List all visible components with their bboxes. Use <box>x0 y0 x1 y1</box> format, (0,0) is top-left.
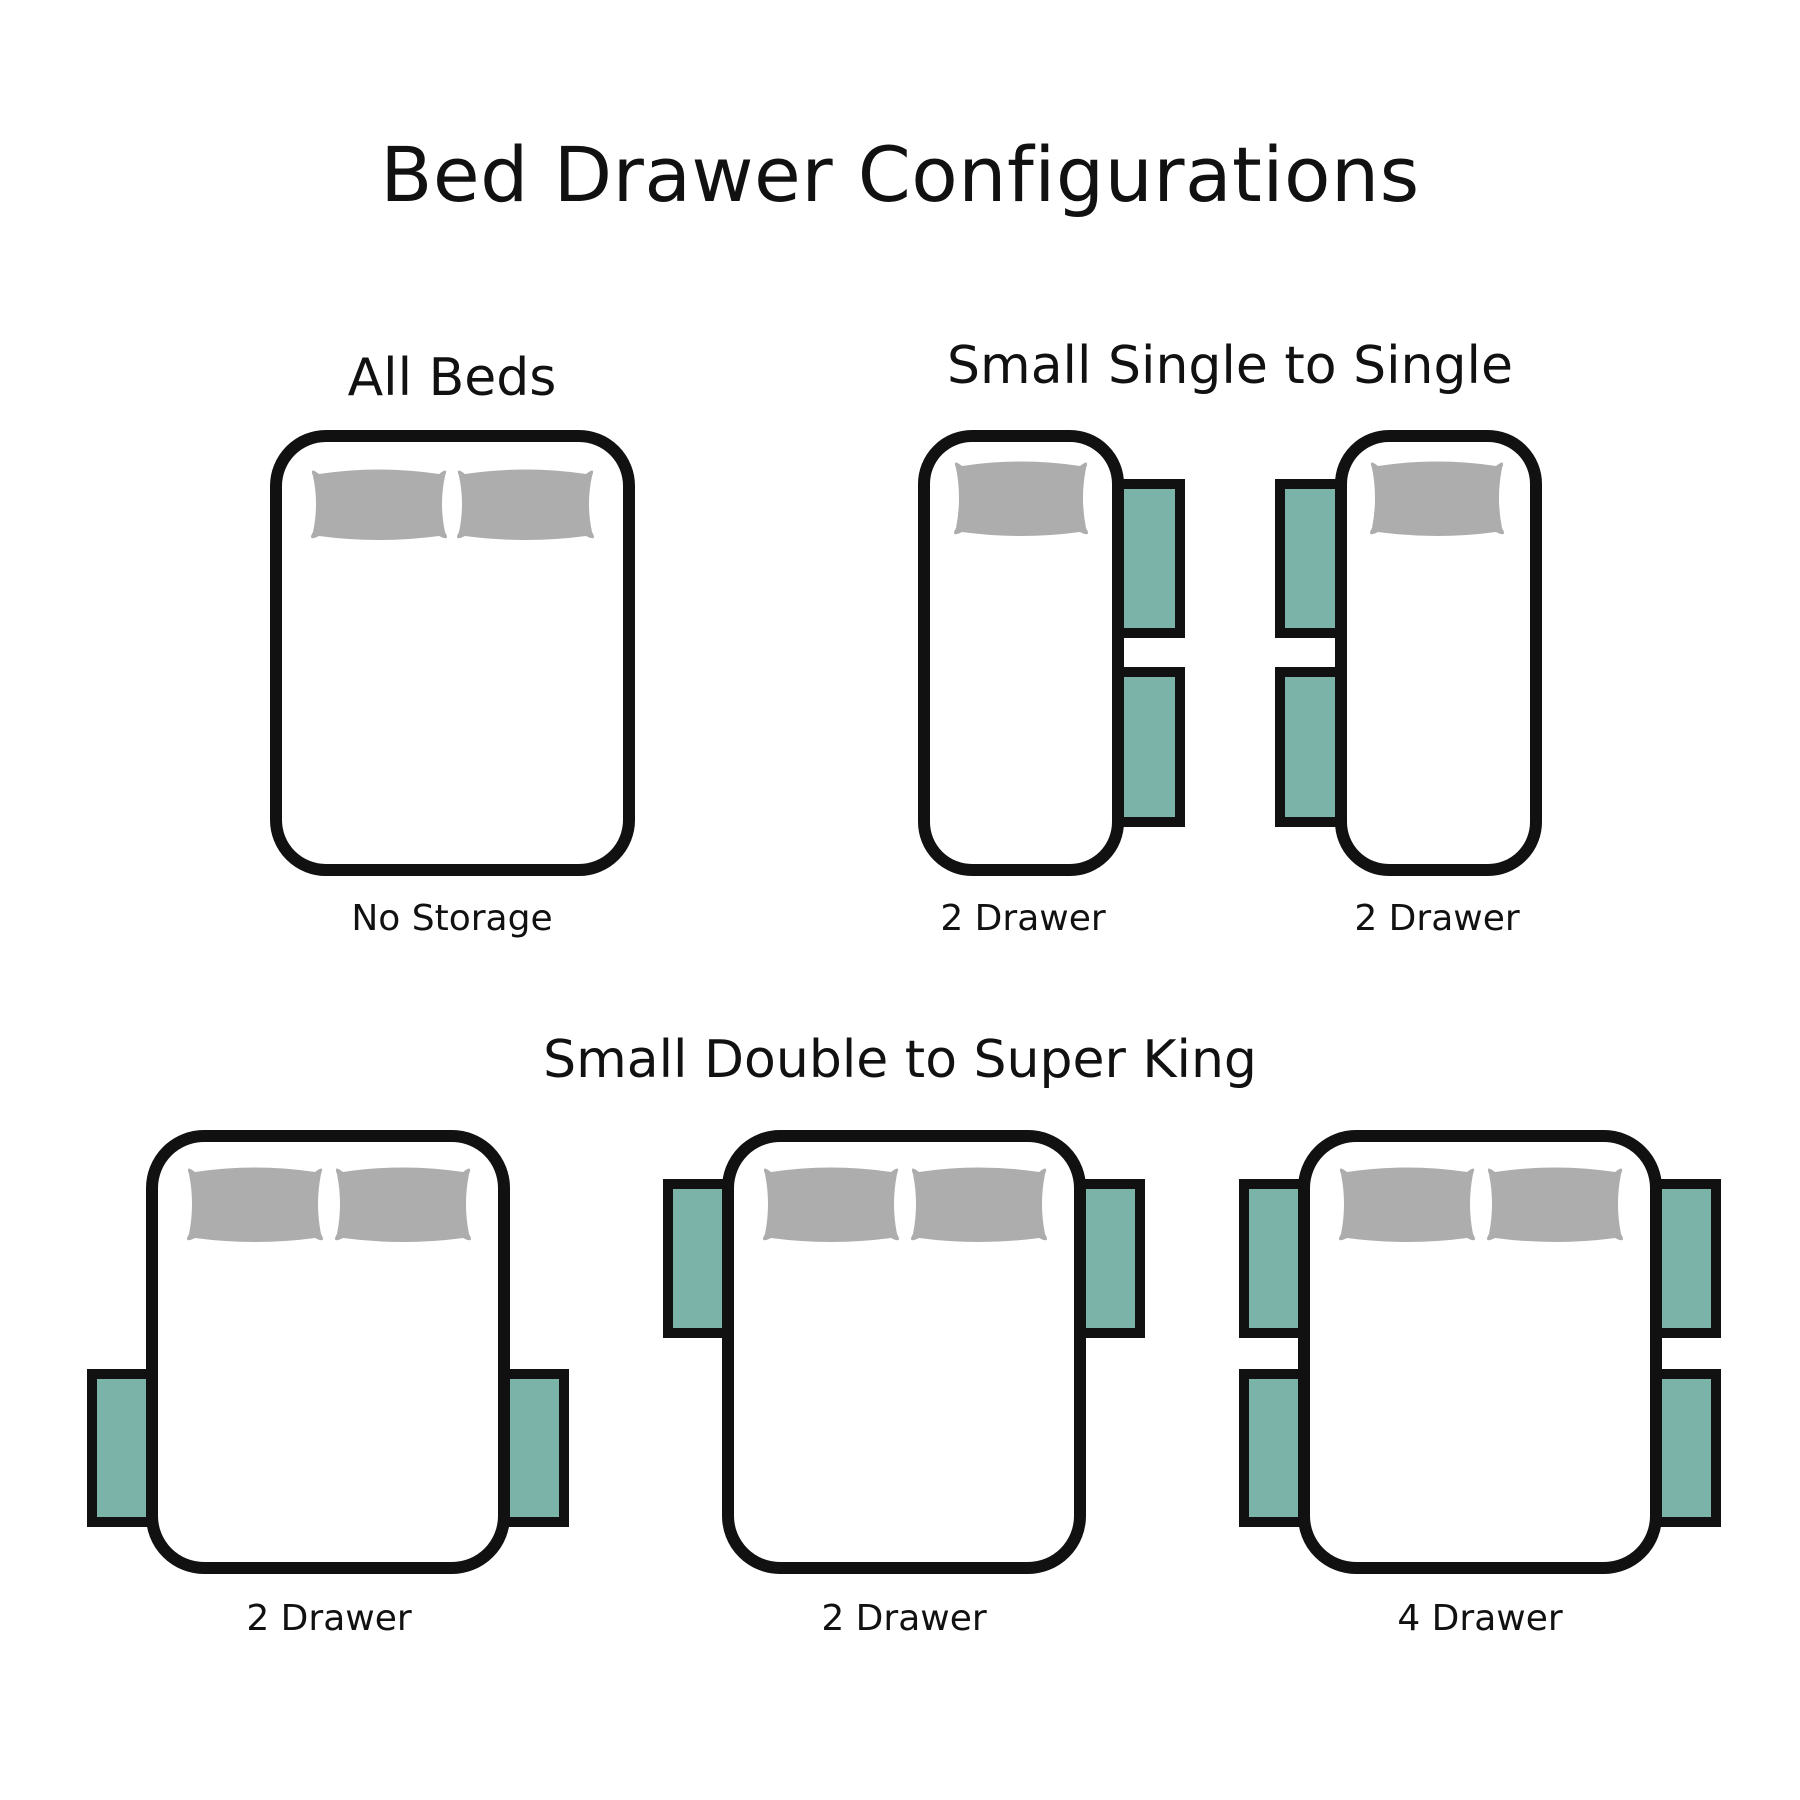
section-heading-small-double: Small Double to Super King <box>543 1030 1257 1090</box>
pillow <box>954 461 1088 536</box>
drawer <box>1109 667 1185 827</box>
caption-single-left: 2 Drawer <box>940 898 1106 939</box>
bed-frame <box>1298 1130 1662 1574</box>
pillow <box>911 1167 1047 1242</box>
bed-frame <box>270 430 635 876</box>
bed-frame <box>918 430 1124 876</box>
caption-no-storage: No Storage <box>351 898 553 939</box>
section-heading-all-beds: All Beds <box>347 348 557 408</box>
pillow <box>311 469 447 540</box>
pillow <box>1487 1167 1623 1242</box>
section-heading-small-single: Small Single to Single <box>947 336 1513 396</box>
diagram-title: Bed Drawer Configurations <box>380 130 1420 219</box>
pillow <box>763 1167 899 1242</box>
pillow <box>335 1167 471 1242</box>
bed-frame <box>722 1130 1086 1574</box>
caption-double-right: 4 Drawer <box>1397 1598 1563 1639</box>
caption-double-middle: 2 Drawer <box>821 1598 987 1639</box>
pillow <box>187 1167 323 1242</box>
bed-frame <box>1335 430 1542 876</box>
caption-single-right: 2 Drawer <box>1354 898 1520 939</box>
bed-frame <box>146 1130 510 1574</box>
caption-double-left: 2 Drawer <box>246 1598 412 1639</box>
pillow <box>1339 1167 1475 1242</box>
pillow <box>1370 461 1504 536</box>
pillow <box>457 469 594 540</box>
